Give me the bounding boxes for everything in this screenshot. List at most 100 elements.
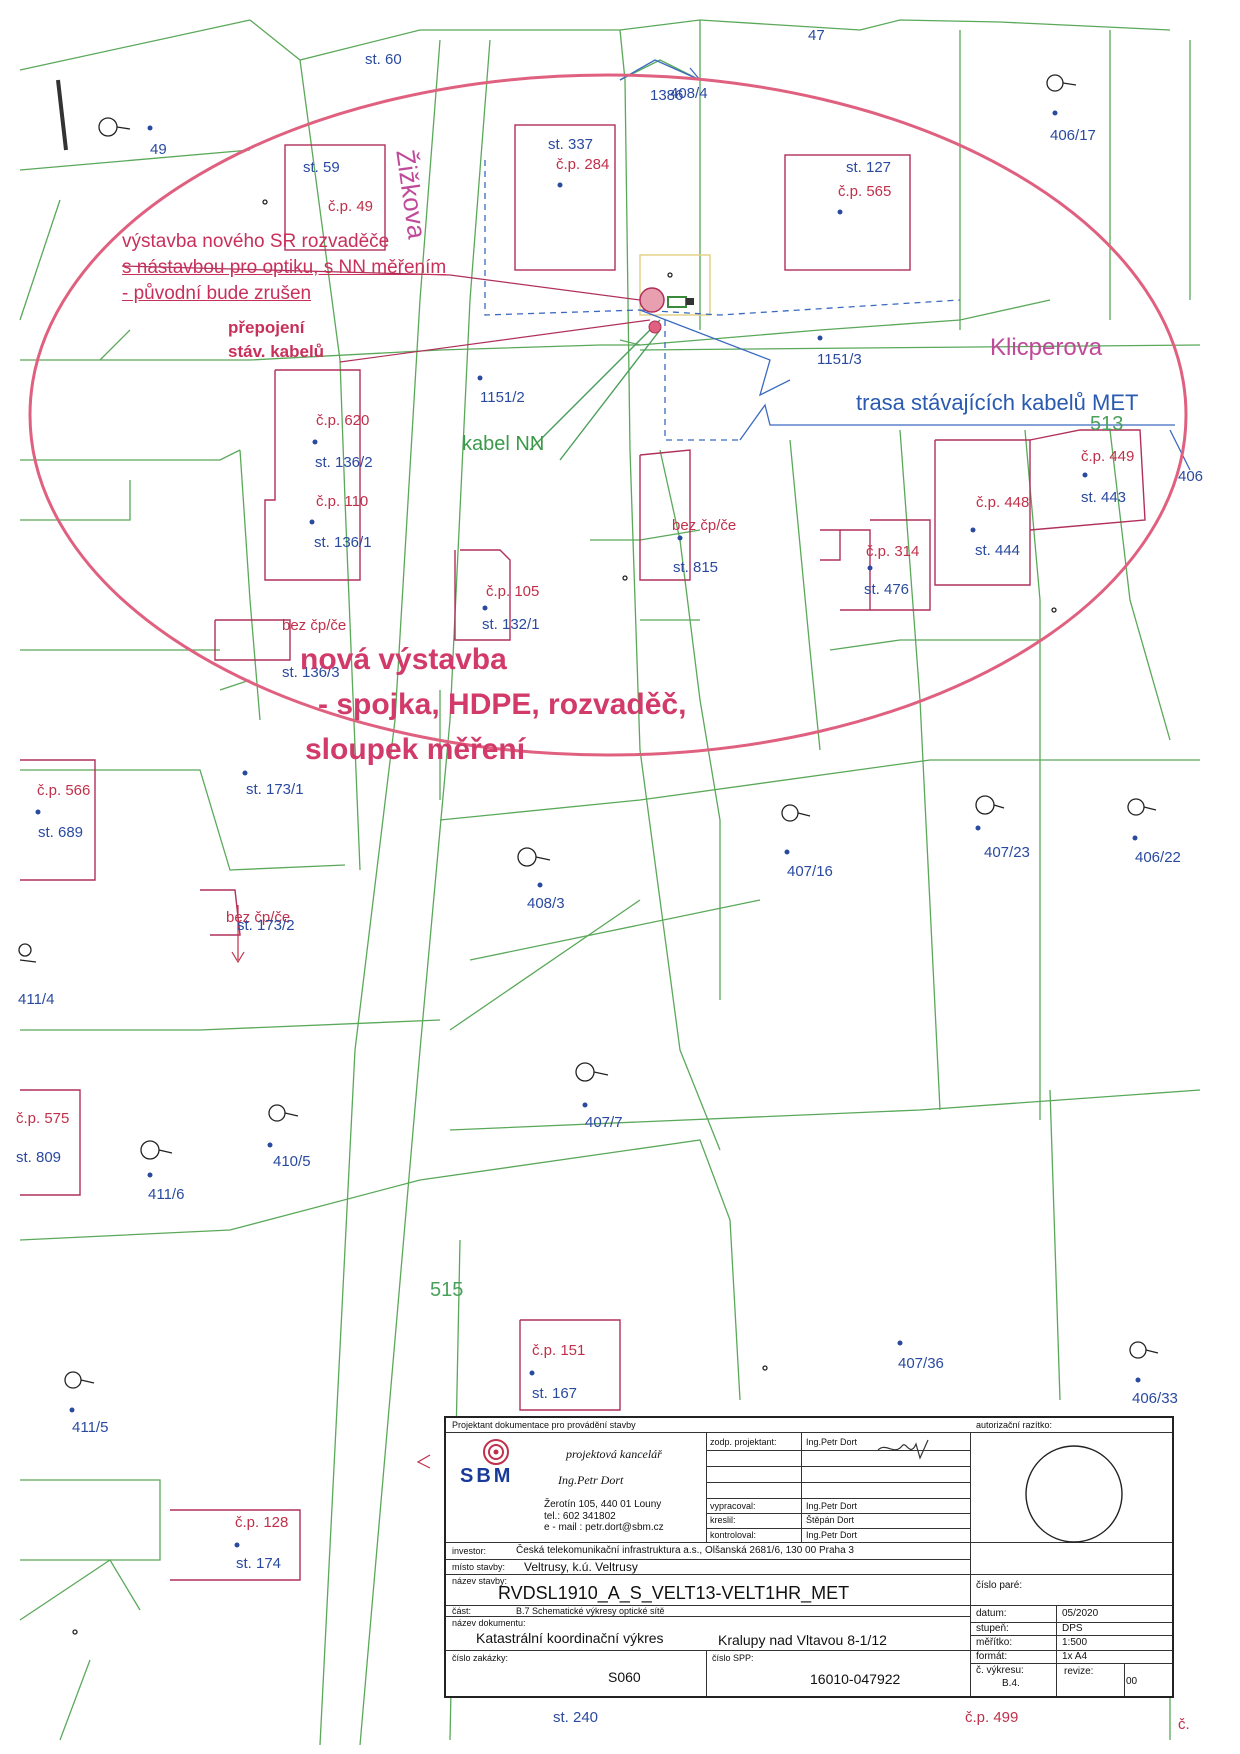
annotation-leader-lines — [121, 265, 651, 363]
tb-role-label: kreslil: — [710, 1515, 736, 1525]
parcel-label: 411/5 — [72, 1419, 109, 1436]
tb-meta-value: 05/2020 — [1062, 1608, 1099, 1619]
tb-role-value: Ing.Petr Dort — [806, 1501, 858, 1511]
house-number: č.p. 449 — [1081, 448, 1135, 465]
tb-investor-label: investor: — [452, 1546, 487, 1556]
tb-role-value: Ing.Petr Dort — [806, 1437, 858, 1447]
house-number: č.p. 575 — [16, 1110, 70, 1127]
house-number: bez čp/če — [282, 617, 347, 634]
tb-cast: B.7 Schematické výkresy optické sítě — [516, 1606, 665, 1616]
tb-nazev-dok: Katastrální koordinační výkres — [476, 1630, 664, 1646]
house-number: č.p. 314 — [866, 543, 920, 560]
parcel-label: 411/4 — [18, 991, 55, 1008]
parcel-label: 406/33 — [1132, 1390, 1178, 1407]
stamp-circle-icon — [1025, 1445, 1123, 1543]
parcel-label: 410/5 — [273, 1153, 311, 1170]
parcel-label: st. 60 — [365, 51, 402, 68]
parcel-label: st. 127 — [846, 159, 892, 176]
parcel-point-markers — [35, 110, 1141, 1548]
street-klicperova: Klicperova — [990, 334, 1103, 361]
logo-text: SBM — [460, 1465, 514, 1487]
parcel-label: st. 136/1 — [314, 534, 372, 551]
tb-misto-label: místo stavby: — [452, 1562, 506, 1572]
house-number: č.p. 151 — [532, 1342, 586, 1359]
building-outlines — [20, 124, 1146, 1581]
tb-office: projektová kancelář — [566, 1447, 662, 1461]
note-sr-line1: výstavba nového SR rozvaděče — [122, 231, 390, 252]
red-arrows — [231, 905, 431, 1469]
parcel-label: 406/17 — [1050, 127, 1096, 144]
house-number: č.p. 128 — [235, 1514, 289, 1531]
parcel-label: st. 136/2 — [315, 454, 373, 471]
tb-meta-value: 1:500 — [1062, 1637, 1088, 1648]
note-nova-vystavba-3: sloupek měření — [305, 733, 526, 766]
tb-vykres-label: č. výkresu: — [976, 1665, 1024, 1676]
house-number: č.p. 110 — [316, 493, 369, 510]
parcel-label: st. 174 — [236, 1555, 282, 1572]
parcel-label: st. 59 — [303, 159, 340, 176]
house-number: bez čp/če — [672, 517, 737, 534]
parcel-label: st. 689 — [38, 824, 84, 841]
parcel-label: st. 173/1 — [246, 781, 304, 798]
tb-vykres: B.4. — [1002, 1678, 1020, 1689]
parcel-label: 407/36 — [898, 1355, 944, 1372]
new-construction-ellipse — [28, 73, 1188, 757]
parcel-label: 406/22 — [1135, 849, 1181, 866]
tb-meta-value: DPS — [1062, 1623, 1083, 1634]
tb-cast-label: část: — [452, 1606, 472, 1616]
tb-role-label: zodp. projektant: — [710, 1437, 777, 1447]
parcel-label: st. 443 — [1081, 489, 1127, 506]
note-nova-vystavba-1: nová výstavba — [300, 643, 507, 676]
met-cable-route — [484, 59, 1191, 471]
tb-meta-label: datum: — [976, 1608, 1007, 1619]
tb-misto: Veltrusy, k.ú. Veltrusy — [524, 1560, 638, 1574]
parcel-label: 407/23 — [984, 844, 1030, 861]
tb-email: e - mail : petr.dort@sbm.cz — [544, 1522, 664, 1533]
house-number: bez čp/če — [226, 909, 291, 926]
tb-meta-label: měřítko: — [976, 1637, 1013, 1648]
house-number: č.p. 565 — [838, 183, 892, 200]
tb-meta-label: stupeň: — [976, 1623, 1009, 1634]
tb-role-label: vypracoval: — [710, 1501, 756, 1511]
parcel-label: 1151/3 — [817, 351, 862, 368]
parcel-label: 407/16 — [787, 863, 833, 880]
tb-cislo-zakazky: S060 — [608, 1669, 641, 1685]
parcel-label: st. 167 — [532, 1385, 578, 1402]
sbm-logo-icon — [458, 1439, 534, 1480]
parcel-label: st. 240 — [553, 1709, 599, 1726]
parcel-label: 411/6 — [148, 1186, 185, 1203]
house-number: č.p. 566 — [37, 782, 91, 799]
title-block: Projektant dokumentace pro provádění sta… — [444, 1416, 1174, 1698]
house-number: č.p. 448 — [976, 494, 1030, 511]
tb-nazev-stavby: RVDSL1910_A_S_VELT13-VELT1HR_MET — [498, 1583, 850, 1603]
tb-meta-label: formát: — [976, 1651, 1008, 1662]
tb-cislo-spp-label: číslo SPP: — [712, 1653, 754, 1663]
parcel-label: 406 — [1178, 468, 1204, 485]
tb-revize: 00 — [1126, 1676, 1138, 1687]
survey-point-513: 513 — [1090, 413, 1124, 435]
tb-investor: Česká telekomunikační infrastruktura a.s… — [516, 1545, 854, 1556]
tb-nazev-dok-place: Kralupy nad Vltavou 8-1/12 — [718, 1632, 887, 1648]
tb-revize-label: revize: — [1064, 1666, 1094, 1677]
tb-role-value: Ing.Petr Dort — [806, 1530, 858, 1540]
cabinet-symbols — [639, 287, 694, 334]
tb-cislo-spp: 16010-047922 — [810, 1671, 901, 1687]
parcel-label: st. 444 — [975, 542, 1021, 559]
tb-header-left: Projektant dokumentace pro provádění sta… — [452, 1420, 636, 1430]
boundary-markers — [18, 74, 1159, 1635]
label-kabel-nn: kabel NN — [462, 433, 545, 455]
tb-meta-value: 1x A4 — [1062, 1651, 1088, 1662]
tb-nazev-dok-label: název dokumentu: — [452, 1618, 526, 1628]
tb-cislo-zakazky-label: číslo zakázky: — [452, 1653, 509, 1663]
parcel-label: st. 132/1 — [482, 616, 540, 633]
parcel-label: st. 136/3 — [282, 664, 340, 681]
parcel-label: st. 815 — [673, 559, 719, 576]
tb-cislo-pare-label: číslo paré: — [976, 1580, 1023, 1591]
note-nova-vystavba-2: - spojka, HDPE, rozvaděč, — [318, 688, 687, 721]
tb-phone: tel.: 602 341802 — [544, 1511, 616, 1522]
parcel-label: st. 173/2 — [237, 917, 295, 934]
house-number: č. — [1178, 1716, 1190, 1733]
signature-icon — [877, 1439, 929, 1460]
parcel-label: 1151/2 — [480, 389, 525, 406]
label-trasa-met: trasa stávajících kabelů MET — [856, 390, 1139, 415]
